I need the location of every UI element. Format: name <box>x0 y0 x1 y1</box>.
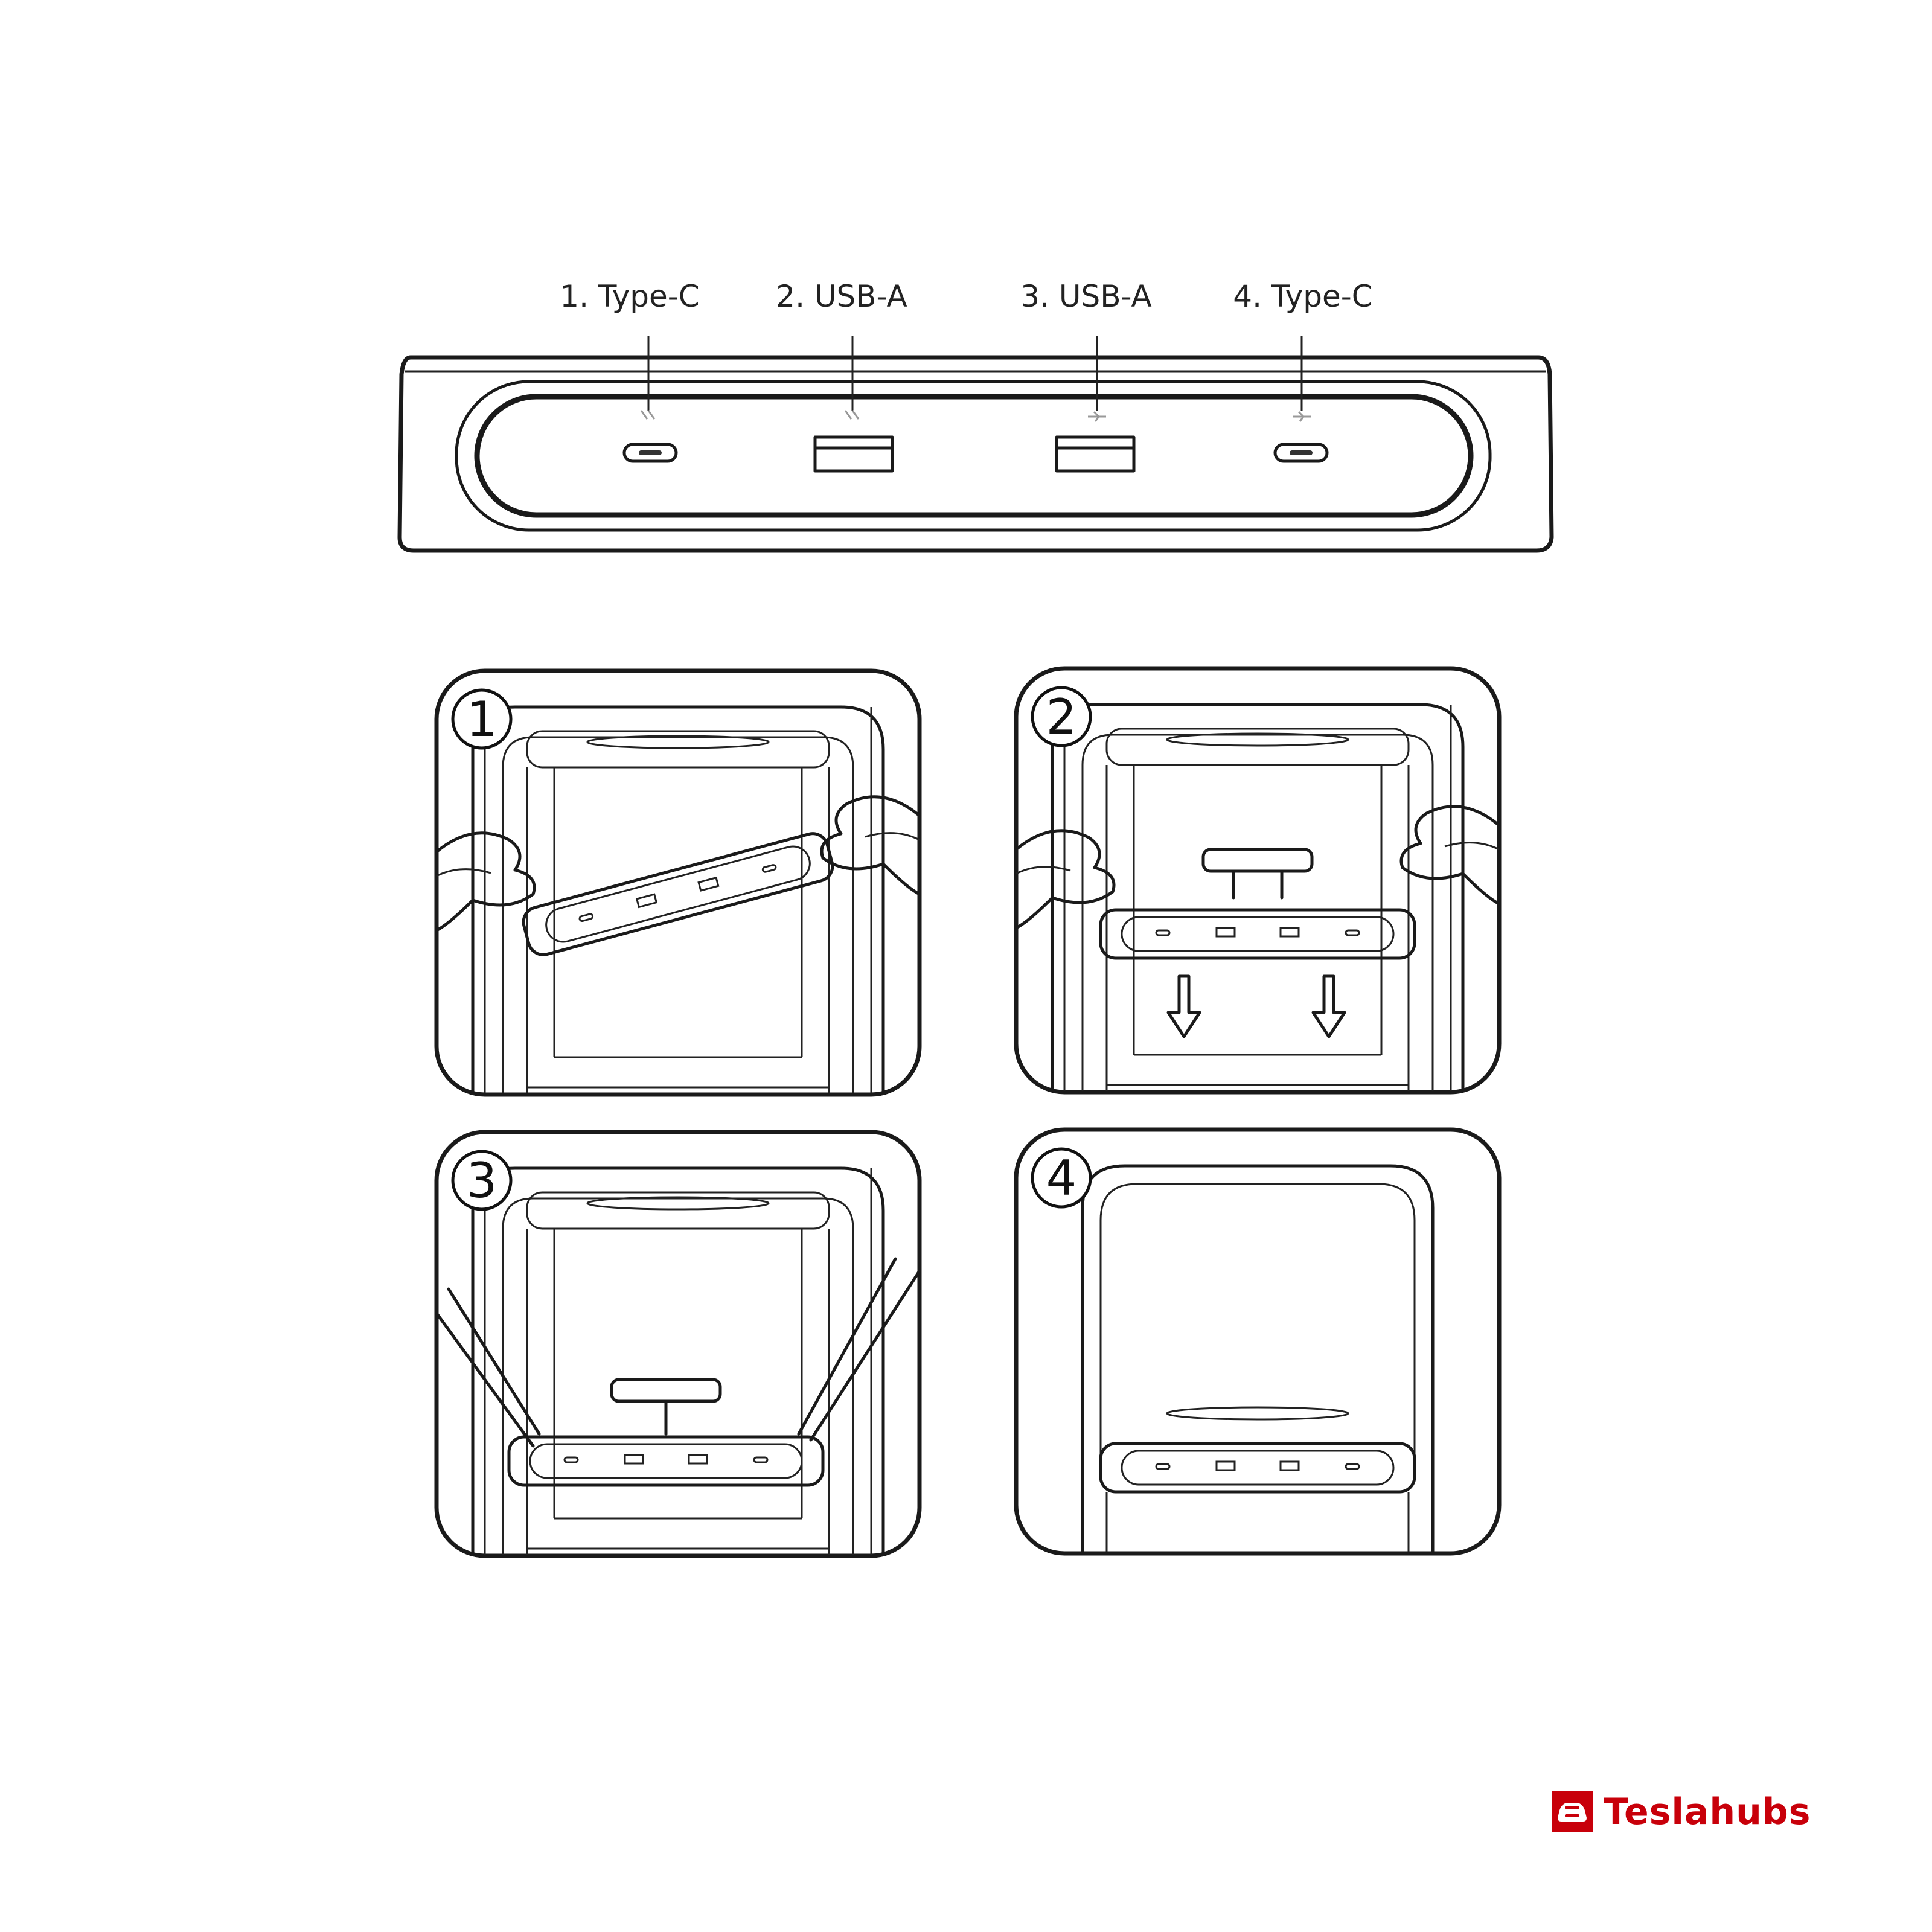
car-icon <box>1552 1791 1593 1832</box>
port-1-type-c <box>622 443 678 463</box>
port-icons <box>640 410 1311 422</box>
down-arrow-icons <box>1166 974 1346 1038</box>
port-label-1: 1. Type-C <box>560 279 699 314</box>
port-label-2: 2. USB-A <box>776 279 907 314</box>
port-label-3: 3. USB-A <box>1020 279 1151 314</box>
usb-hub-front-view <box>397 336 1554 553</box>
step-1-number: 1 <box>467 691 497 747</box>
port-label-4: 4. Type-C <box>1233 279 1372 314</box>
step-3-panel: 3 <box>434 1130 922 1558</box>
brand-name: Teslahubs <box>1604 1791 1811 1833</box>
step-1-panel: 1 <box>434 668 922 1097</box>
step-4-panel: 4 <box>1014 1127 1502 1556</box>
step-2-panel: 2 <box>1014 666 1502 1095</box>
step-4-number: 4 <box>1046 1150 1077 1206</box>
port-3-usb-a <box>1055 435 1136 473</box>
step-2-number: 2 <box>1046 689 1077 745</box>
brand-logo: Teslahubs <box>1552 1791 1811 1833</box>
port-labels: 1. Type-C 2. USB-A 3. USB-A 4. Type-C <box>560 279 1372 314</box>
leader-lines <box>647 336 1303 411</box>
step-3-number: 3 <box>467 1153 497 1209</box>
port-2-usb-a <box>813 435 894 473</box>
port-4-type-c <box>1273 443 1329 463</box>
